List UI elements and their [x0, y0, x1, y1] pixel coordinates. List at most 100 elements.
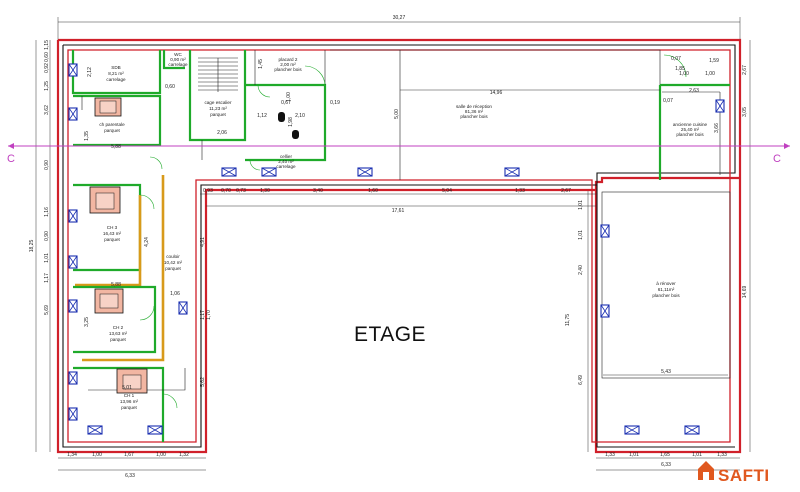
svg-text:parquet: parquet	[104, 128, 120, 133]
room-wc-top: WC 0,90 m² carrelage	[168, 52, 188, 67]
svg-text:carrelage: carrelage	[106, 77, 126, 82]
renovate-room-outline	[601, 191, 731, 379]
svg-text:WC: WC	[174, 52, 182, 57]
svg-text:ch parentale: ch parentale	[99, 122, 125, 127]
bottom-left-dim: 1,32	[179, 452, 189, 458]
misc-dim: 1,00	[705, 71, 715, 77]
left-width-label: 6,33	[125, 473, 135, 479]
interior-wall-line-left	[62, 45, 597, 448]
courtyard-dim: 5,04	[442, 188, 452, 194]
misc-dim: 1,06	[170, 291, 180, 297]
left-side-dim: 3,62	[44, 105, 50, 115]
courtyard-dim: 1,30	[260, 188, 270, 194]
window	[261, 167, 277, 177]
misc-dim: 0,07	[671, 56, 681, 62]
window	[178, 301, 188, 315]
bottom-right-dim: 1,01	[629, 452, 639, 458]
misc-dim: 1,00	[679, 71, 689, 77]
window	[68, 299, 78, 313]
misc-dim: 2,06	[217, 130, 227, 136]
misc-dim: 3,25	[84, 317, 90, 327]
bottom-left-dim: 1,67	[124, 452, 134, 458]
misc-dim: 3,66	[714, 123, 720, 133]
right-width-label: 6,33	[661, 462, 671, 468]
svg-text:CH 1: CH 1	[124, 393, 135, 398]
courtyard-dim: 1,33	[515, 188, 525, 194]
courtyard-dim: 0,70	[221, 188, 231, 194]
left-side-dim: 0,60	[44, 52, 50, 62]
misc-dim: 1,35	[84, 131, 90, 141]
room-suite: ch parentale parquet	[99, 122, 125, 133]
room-width-label: 5,88	[111, 282, 121, 288]
svg-text:CH 2: CH 2	[113, 325, 124, 330]
misc-dim: 1,17	[200, 310, 206, 320]
left-height-label: 18,25	[29, 240, 35, 253]
bottom-right-dim: 1,33	[717, 452, 727, 458]
reception-width-label: 14,96	[490, 90, 503, 96]
misc-dim: 4,24	[144, 237, 150, 247]
svg-text:0,90 m²: 0,90 m²	[170, 57, 186, 62]
total-width-label: 30,27	[393, 15, 406, 21]
floor-label: ETAGE	[354, 323, 426, 346]
windows	[68, 63, 725, 435]
couloir-wall	[75, 195, 142, 287]
section-marker-right: C	[773, 153, 781, 165]
window	[68, 255, 78, 269]
svg-text:16,43 m²: 16,43 m²	[103, 231, 122, 236]
room-ch3: CH 3 16,43 m² parquet	[103, 225, 122, 242]
window	[221, 167, 237, 177]
right-side-dim: 1,01	[578, 230, 584, 240]
svg-text:2,40 m²: 2,40 m²	[278, 159, 294, 164]
exterior-wall-left-wing	[56, 40, 596, 454]
ch2-partition	[73, 285, 157, 354]
svg-text:parquet: parquet	[165, 266, 181, 271]
window	[600, 304, 610, 318]
window	[68, 407, 78, 421]
exterior-wall-right-wing	[58, 38, 742, 454]
misc-dim: 2,10	[295, 113, 305, 119]
toilet-icon	[278, 112, 285, 122]
right-side-dim: 1,01	[578, 200, 584, 210]
courtyard-dim: 1,60	[368, 188, 378, 194]
room-ch1: CH 1 13,96 m² parquet	[120, 393, 139, 410]
ch1-width-label: 5,01	[122, 385, 132, 391]
svg-text:11,23 m²: 11,23 m²	[209, 106, 227, 111]
svg-text:parquet: parquet	[110, 337, 126, 342]
left-side-dim: 1,15	[44, 40, 50, 50]
misc-dim: 0,60	[165, 84, 175, 90]
right-height-label: 14,69	[742, 286, 748, 299]
left-side-dim: 1,01	[44, 253, 50, 263]
right-side-dimensions: 1,011,012,406,49	[578, 200, 584, 385]
top-right-dim-a: 2,67	[742, 65, 748, 75]
courtyard-dim: 0,73	[236, 188, 246, 194]
bed-ch1	[116, 368, 148, 394]
room-kitchen: ancienne cuisine 25,40 m² plancher bois	[673, 122, 708, 137]
misc-dim: 1,59	[709, 58, 719, 64]
interior-wall-line	[63, 44, 736, 448]
room-renovate: à rénover 61,11m² plancher bois	[652, 281, 680, 298]
room-couloir: couloir 10,42 m² parquet	[164, 254, 183, 271]
section-arrow-left	[8, 143, 14, 149]
svg-text:plancher bois: plancher bois	[676, 132, 704, 137]
reception-partition	[330, 49, 661, 180]
misc-dim: 1,98	[288, 117, 294, 127]
room-ch2: CH 2 13,63 m² parquet	[109, 325, 128, 342]
misc-dim: 1,45	[258, 59, 264, 69]
section-marker-left: C	[7, 153, 15, 165]
svg-text:plancher bois: plancher bois	[652, 293, 680, 298]
misc-dim: 1,00	[286, 92, 292, 102]
suite-partition	[73, 94, 162, 147]
bottom-left-dim: 1,00	[92, 452, 102, 458]
svg-text:cage escalier: cage escalier	[204, 100, 232, 105]
left-side-dimensions: 1,150,600,921,253,620,901,160,901,011,17…	[44, 40, 50, 315]
door-swings	[139, 54, 687, 409]
courtyard-dim: 2,67	[561, 188, 571, 194]
misc-dim: 1,12	[257, 113, 267, 119]
svg-text:SDB: SDB	[111, 65, 120, 70]
window	[68, 209, 78, 223]
window	[68, 63, 78, 77]
wc2-partition	[245, 83, 327, 162]
